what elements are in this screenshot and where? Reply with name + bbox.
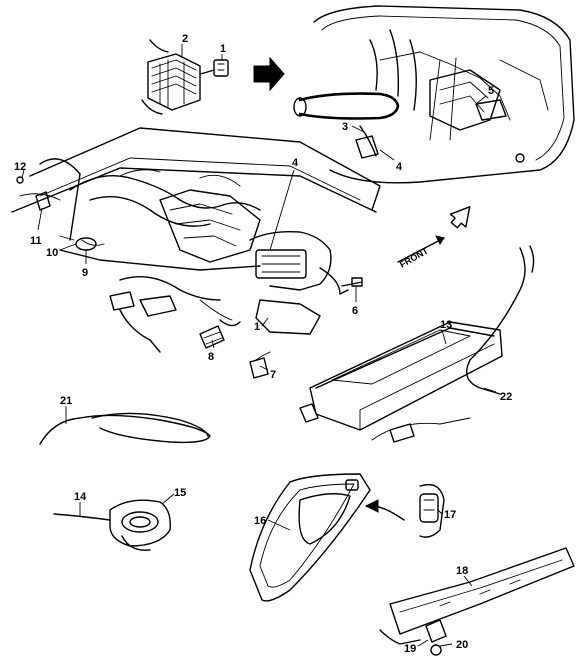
callout-20: 20 — [456, 639, 468, 651]
callout-5: 5 — [488, 85, 494, 97]
center-console — [299, 245, 535, 443]
callout-14: 14 — [74, 491, 87, 503]
left-side-parts — [16, 176, 97, 251]
sill-harness-18 — [379, 547, 575, 656]
instrument-panel-harness — [11, 127, 381, 353]
door-panel-16 — [249, 473, 371, 602]
socket-8 — [199, 325, 225, 349]
speaker-assembly — [53, 499, 171, 551]
callout-11: 11 — [30, 235, 42, 247]
front-label: FRONT — [398, 245, 430, 269]
callout-16: 16 — [254, 515, 266, 527]
callout-2: 2 — [182, 33, 188, 45]
detail-arrow-icon — [449, 206, 471, 229]
connector-7 — [249, 351, 271, 379]
callout-8: 8 — [208, 351, 214, 363]
cable-ring-21 — [39, 412, 211, 445]
callout-18: 18 — [456, 565, 468, 577]
callout-15: 15 — [174, 487, 186, 499]
callout-labels: 1 2 3 4 4 5 6 7 8 9 10 11 12 13 14 15 16… — [14, 33, 512, 655]
switch-detail-17 — [419, 483, 445, 538]
callout-4-top: 4 — [396, 161, 403, 173]
callout-3: 3 — [342, 121, 348, 133]
pigtail-6 — [341, 277, 363, 287]
callout-21: 21 — [60, 395, 72, 407]
callout-10: 10 — [46, 247, 58, 259]
callout-17: 17 — [444, 509, 456, 521]
front-indicator: FRONT — [397, 235, 445, 270]
callout-7: 7 — [270, 369, 276, 381]
callout-1: 1 — [220, 43, 226, 55]
steering-column-detail — [293, 5, 575, 184]
callout-4-main: 4 — [292, 157, 299, 169]
view-arrow-icon — [253, 56, 285, 92]
callout-19: 19 — [404, 643, 416, 655]
callout-1-main: 1 — [254, 321, 260, 333]
callout-22: 22 — [500, 391, 512, 403]
front-direction-arrow-icon — [435, 235, 445, 245]
callout-9: 9 — [82, 267, 88, 279]
fuse-block-assembly — [141, 39, 229, 115]
leader-lines — [21, 44, 497, 647]
callout-13: 13 — [440, 319, 452, 331]
callout-12: 12 — [14, 161, 26, 173]
callout-6: 6 — [352, 305, 358, 317]
